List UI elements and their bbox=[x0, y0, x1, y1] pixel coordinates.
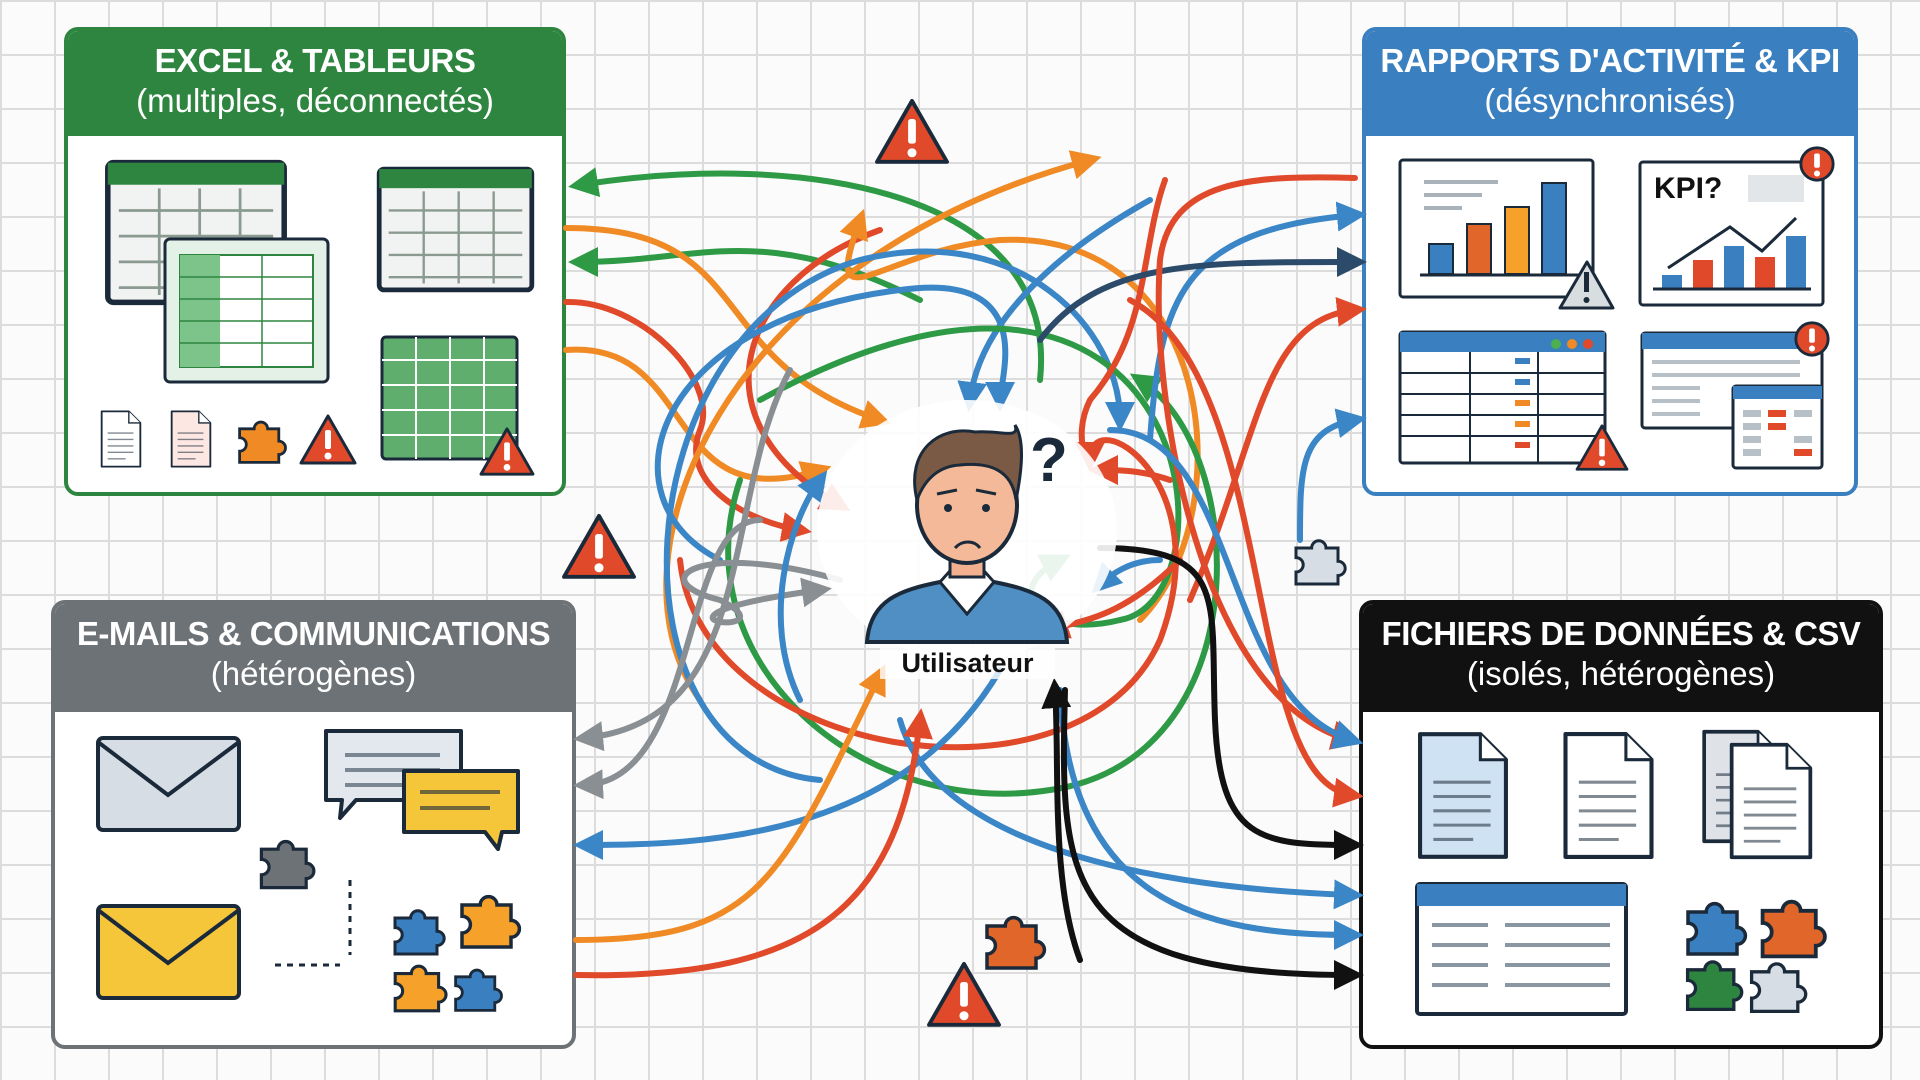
table-window-icon bbox=[1398, 330, 1607, 465]
arrow-red bbox=[745, 227, 883, 511]
arrow-black-to-fichiers bbox=[1097, 545, 1364, 860]
emails-title: E-MAILS & COMMUNICATIONS bbox=[76, 615, 551, 652]
puzzle-icon bbox=[238, 420, 287, 464]
document-stack-icon bbox=[1729, 742, 1813, 860]
kpi-label: KPI? bbox=[1654, 172, 1723, 205]
puzzle-orange-icon bbox=[1760, 899, 1827, 959]
alert-icon bbox=[1794, 321, 1830, 357]
puzzle-orange-icon bbox=[985, 915, 1047, 970]
arrow-blue-to-fichiers bbox=[1107, 427, 1364, 750]
chat-bubbles-icon bbox=[324, 729, 520, 851]
warning-gray-icon bbox=[1558, 260, 1615, 310]
arrow-red-to-fichiers bbox=[1127, 297, 1364, 808]
csv-file-icon bbox=[170, 410, 212, 468]
arrow-blue-to-emails bbox=[573, 667, 1003, 860]
puzzle-gray-icon bbox=[1294, 539, 1347, 586]
data-grid-window-icon bbox=[1640, 331, 1824, 470]
emails-illustrations bbox=[96, 729, 522, 1013]
arrow-gray bbox=[681, 559, 843, 626]
arrow-red-from-emails bbox=[573, 708, 933, 979]
arrow-red bbox=[1088, 455, 1173, 486]
arrow-blue-to-rapports bbox=[1297, 408, 1367, 543]
envelope-yellow-icon bbox=[96, 904, 241, 1000]
arrow-blue-to-rapports bbox=[1147, 201, 1367, 443]
fichiers-subtitle: (isolés, hétérogènes) bbox=[1466, 655, 1776, 692]
arrow-orange bbox=[839, 208, 1201, 623]
rapports-header: RAPPORTS D'ACTIVITÉ & KPI (désynchronisé… bbox=[1366, 31, 1854, 136]
arrow-red bbox=[1155, 174, 1362, 750]
warning-icon bbox=[299, 414, 357, 465]
rapports-illustrations bbox=[1398, 146, 1835, 471]
puzzle-gray-icon bbox=[259, 839, 316, 890]
user-label: Utilisateur bbox=[880, 648, 1055, 679]
arrow-green bbox=[568, 167, 1045, 383]
puzzle-green-icon bbox=[1685, 960, 1744, 1012]
arrow-blue bbox=[654, 284, 1016, 563]
emails-subtitle: (hétérogènes) bbox=[210, 655, 417, 692]
bar-chart-window-icon bbox=[1398, 158, 1595, 299]
arrow-black-to-fichiers bbox=[1060, 687, 1364, 990]
arrow-blue-to-fichiers bbox=[1057, 687, 1364, 950]
arrow-blue bbox=[663, 248, 1135, 783]
puzzle-gray-icon bbox=[1749, 962, 1808, 1014]
alert-icon bbox=[1799, 146, 1835, 182]
fichiers-header: FICHIERS DE DONNÉES & CSV (isolés, hétér… bbox=[1363, 604, 1879, 712]
arrow-red bbox=[677, 437, 1179, 751]
excel-title: EXCEL & TABLEURS bbox=[154, 42, 476, 79]
question-mark: ? bbox=[1030, 426, 1068, 495]
excel-header: EXCEL & TABLEURS (multiples, déconnectés… bbox=[68, 31, 562, 136]
puzzle-blue-icon bbox=[1686, 901, 1748, 956]
rapports-subtitle: (désynchronisés) bbox=[1484, 82, 1736, 119]
arrow-gray-to-emails bbox=[573, 517, 763, 800]
arrow-orange bbox=[563, 346, 832, 490]
arrow-orange-from-emails bbox=[573, 664, 886, 943]
fichiers-title: FICHIERS DE DONNÉES & CSV bbox=[1381, 615, 1861, 652]
excel-file-icon bbox=[100, 410, 142, 468]
warning-icon bbox=[875, 98, 949, 164]
user-avatar bbox=[817, 400, 1117, 660]
arrow-red bbox=[563, 298, 812, 542]
document-blue-icon bbox=[1420, 734, 1506, 857]
warning-icon bbox=[927, 961, 1001, 1027]
puzzle-blue-icon bbox=[454, 968, 503, 1012]
warning-icon bbox=[562, 513, 636, 579]
arrow-black-to-user bbox=[1041, 678, 1083, 963]
puzzle-orange-icon bbox=[460, 894, 522, 949]
dotted-connector bbox=[275, 880, 352, 967]
emails-header: E-MAILS & COMMUNICATIONS (hétérogènes) bbox=[55, 604, 572, 712]
arrow-blue bbox=[957, 197, 1153, 412]
spreadsheet-green-icon bbox=[163, 237, 330, 384]
spreadsheet-dark-green-icon bbox=[380, 335, 519, 461]
arrow-blue bbox=[777, 470, 828, 703]
fichiers-illustrations bbox=[1415, 729, 1827, 1016]
puzzle-blue-icon bbox=[393, 909, 446, 956]
kpi-chart-window-icon bbox=[1638, 160, 1825, 307]
arrow-green bbox=[725, 373, 1220, 797]
tangled-arrows bbox=[563, 150, 1367, 990]
arrow-orange bbox=[563, 225, 892, 429]
puzzle-orange-icon bbox=[393, 964, 448, 1013]
excel-subtitle: (multiples, déconnectés) bbox=[136, 82, 494, 119]
arrow-gray-to-emails bbox=[573, 367, 793, 752]
arrow-red bbox=[1078, 177, 1168, 458]
document-icon bbox=[1566, 734, 1652, 857]
envelope-gray-icon bbox=[96, 736, 241, 832]
data-window-icon bbox=[1415, 882, 1628, 1016]
spreadsheet-icon bbox=[379, 169, 532, 290]
arrow-blue-to-fichiers bbox=[897, 717, 1364, 910]
excel-illustrations bbox=[100, 163, 533, 476]
rapports-title: RAPPORTS D'ACTIVITÉ & KPI bbox=[1380, 42, 1840, 79]
